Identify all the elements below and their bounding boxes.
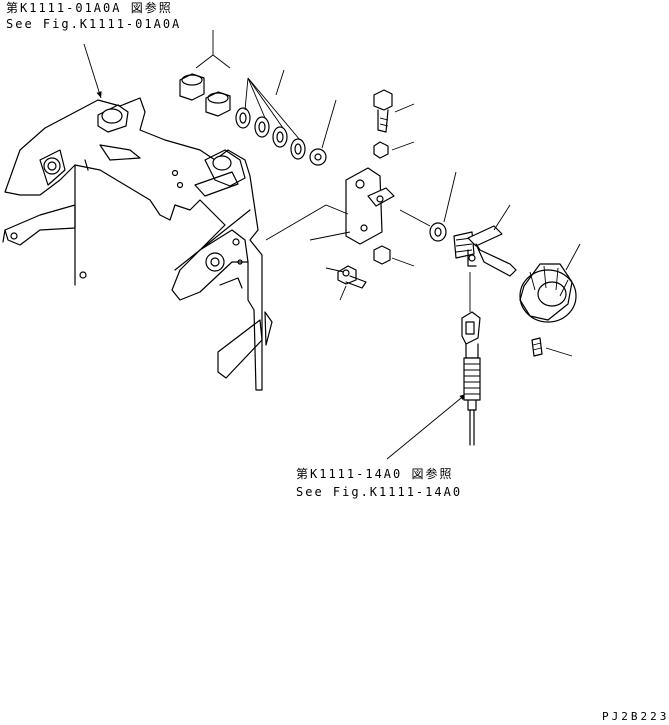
washer-mid bbox=[399, 171, 457, 242]
bolt-top bbox=[373, 89, 415, 133]
shaft-lever bbox=[453, 204, 517, 312]
reference-leader-bottom bbox=[386, 393, 467, 460]
reference-label-top-en: See Fig.K1111-01A0A bbox=[6, 17, 182, 31]
nuts-and-washers-stack bbox=[179, 73, 327, 166]
reference-label-bottom-jp: 第K1111-14A0 図参照 bbox=[296, 467, 454, 481]
knob bbox=[519, 243, 581, 323]
reference-leader-top bbox=[83, 43, 102, 99]
nut-top bbox=[373, 141, 415, 159]
drawing-code: PJ2B223 bbox=[602, 710, 669, 723]
reference-label-bottom-en: See Fig.K1111-14A0 bbox=[296, 485, 463, 499]
control-cable bbox=[461, 311, 481, 446]
stack-leader-lines bbox=[195, 30, 337, 149]
set-screw bbox=[531, 337, 573, 357]
support-plate bbox=[265, 167, 395, 245]
nut-bottom bbox=[373, 245, 415, 267]
reference-label-top-jp: 第K1111-01A0A 図参照 bbox=[6, 1, 173, 15]
main-frame-bracket bbox=[2, 97, 273, 391]
bolt-bottom bbox=[325, 265, 367, 301]
